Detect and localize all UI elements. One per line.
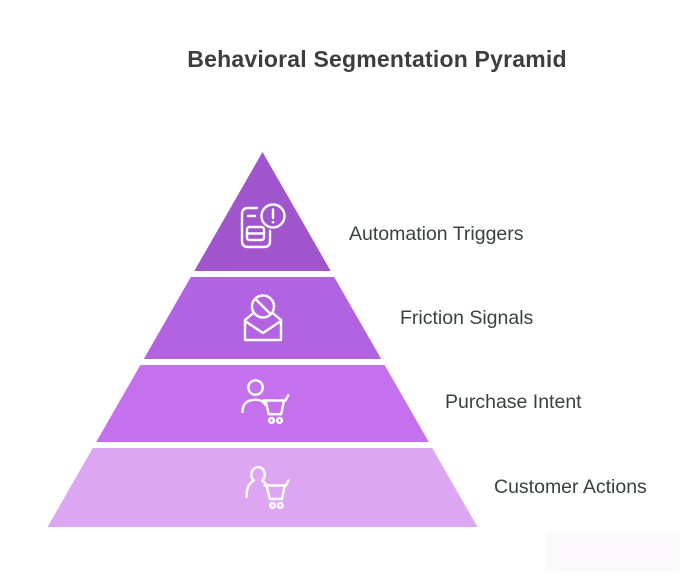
alert-dot xyxy=(271,220,275,224)
level-label-customer-actions: Customer Actions xyxy=(494,476,647,498)
blocked-email-icon xyxy=(243,294,283,342)
level-label-purchase-intent: Purchase Intent xyxy=(445,391,582,413)
diagram-title: Behavioral Segmentation Pyramid xyxy=(187,46,567,72)
watermark-remnant xyxy=(545,531,680,572)
customer-silhouette-cart-icon xyxy=(245,466,290,510)
billing-alert-icon xyxy=(240,203,286,249)
person-cart-icon xyxy=(241,379,290,425)
level-label-automation-triggers: Automation Triggers xyxy=(349,223,524,245)
pyramid-level-3 xyxy=(96,365,429,442)
pyramid-level-4 xyxy=(47,448,478,527)
level-label-friction-signals: Friction Signals xyxy=(400,307,534,329)
